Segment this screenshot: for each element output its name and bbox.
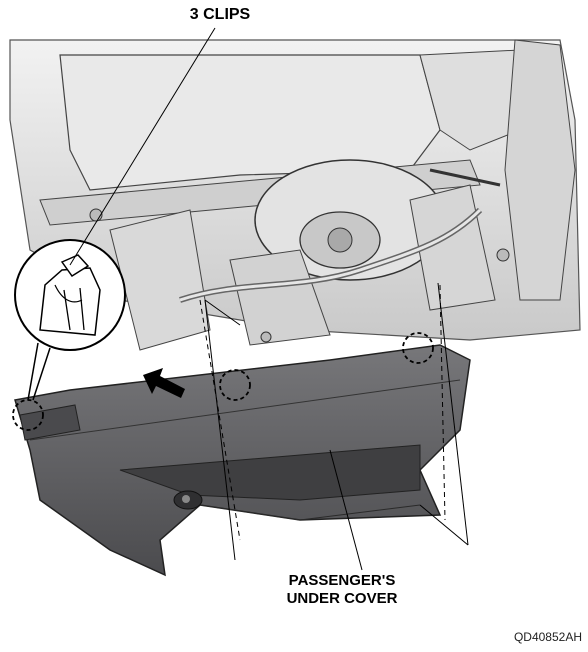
clips-callout-label: 3 CLIPS bbox=[189, 6, 251, 23]
clip-detail-inset bbox=[14, 239, 126, 401]
leader-lines bbox=[69, 27, 469, 571]
arrow-right-icon bbox=[143, 368, 185, 398]
alignment-lines bbox=[199, 284, 446, 541]
dashboard-background bbox=[9, 39, 581, 351]
under-cover-label-line2: UNDER COVER bbox=[286, 590, 398, 607]
under-cover-callout-label: PASSENGER'S UNDER COVER bbox=[262, 572, 422, 608]
under-cover-label-line1: PASSENGER'S bbox=[288, 572, 396, 589]
passengers-under-cover bbox=[14, 344, 471, 577]
clip-marker-center bbox=[219, 369, 251, 401]
clip-marker-right bbox=[402, 332, 434, 364]
figure-code: QD40852AH bbox=[513, 630, 582, 644]
